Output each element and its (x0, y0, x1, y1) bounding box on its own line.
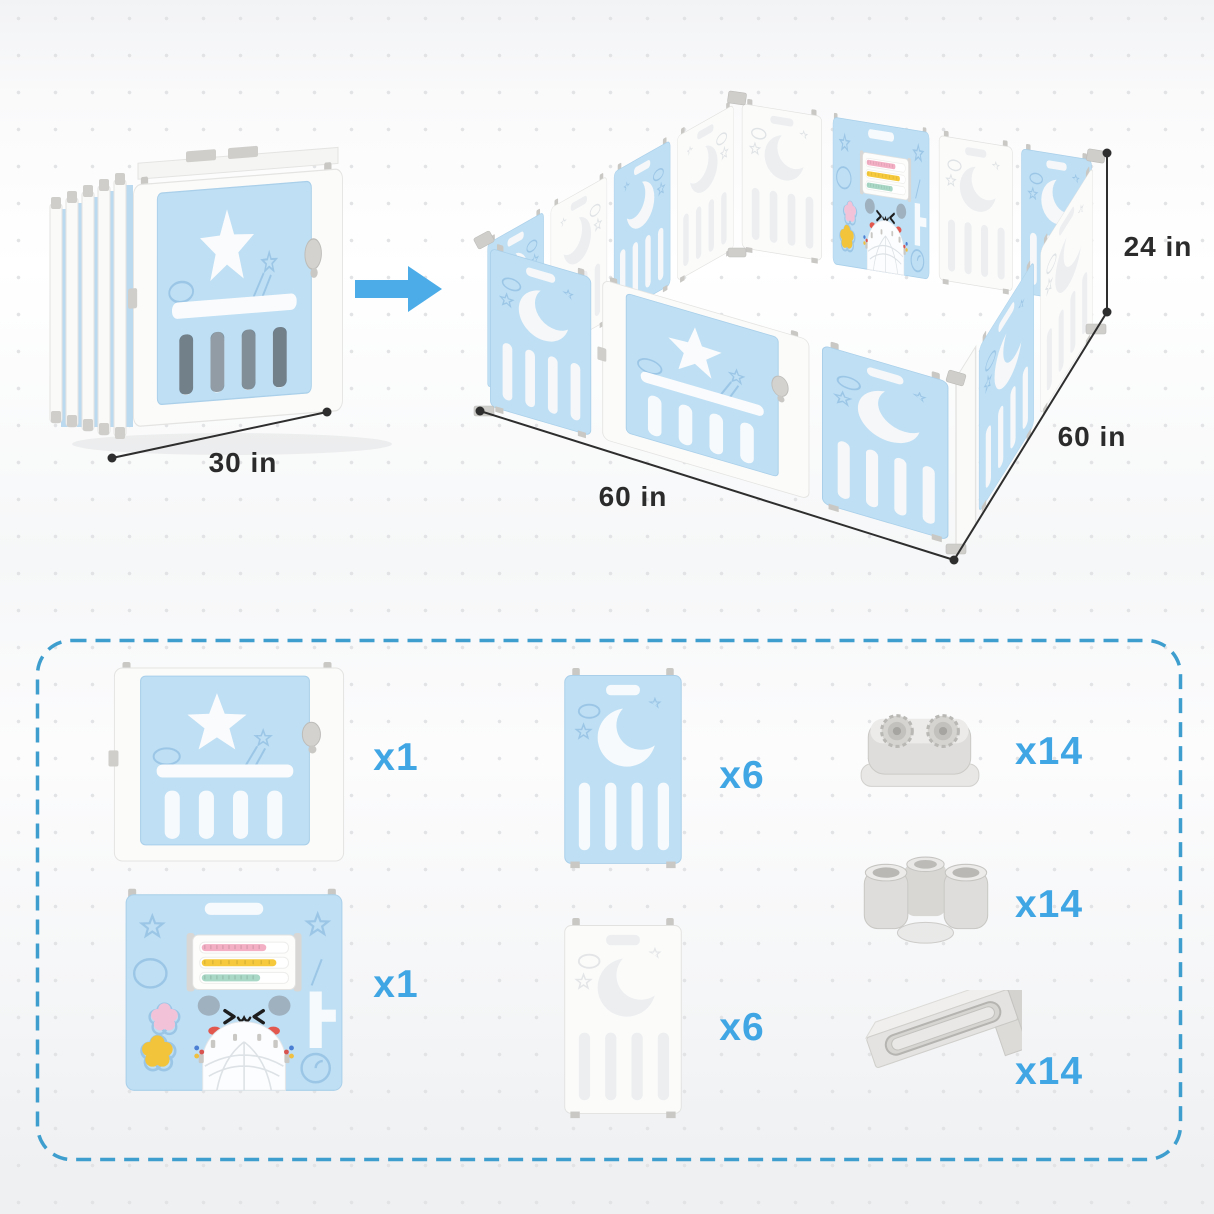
pen-height-dimension: 24 in (1123, 231, 1193, 262)
folded-playpen-illustration (49, 145, 392, 455)
activity-panel-part-illustration (112, 888, 354, 1096)
folded-stack-rear-panels (49, 173, 133, 439)
pen-depth-dimension: 60 in (1057, 421, 1127, 452)
top-illustration (49, 90, 1112, 565)
hinge-bar-connector-quantity: x14 (1014, 1050, 1084, 1093)
blue-moon-panel-part-illustration (552, 668, 694, 870)
foot-base-connector-quantity: x14 (1014, 730, 1084, 773)
foot-base-connector-illustration (860, 714, 980, 787)
dimension-lines (107, 148, 1112, 565)
gate-panel-part-illustration (108, 662, 350, 868)
unfold-arrow-icon (355, 266, 442, 312)
pen-back-right-wall (742, 98, 1091, 308)
white-moon-panel-part-illustration (552, 918, 694, 1120)
parts-box-border (35, 638, 1183, 1162)
pen-width-dimension: 60 in (598, 481, 668, 512)
folded-width-dimension: 30 in (208, 447, 278, 478)
tube-connector-illustration (863, 856, 989, 944)
hinge-bar-connector-illustration (864, 990, 1022, 1068)
activity-panel-quantity: x1 (373, 963, 419, 1006)
blue-moon-panel-quantity: x6 (719, 754, 765, 797)
assembled-playpen-illustration (473, 90, 1107, 557)
white-moon-panel-quantity: x6 (719, 1006, 765, 1049)
tube-connector-quantity: x14 (1014, 883, 1084, 926)
folded-stack-front-gate (128, 145, 343, 427)
gate-panel-quantity: x1 (373, 736, 419, 779)
pen-front-wall (490, 242, 947, 544)
